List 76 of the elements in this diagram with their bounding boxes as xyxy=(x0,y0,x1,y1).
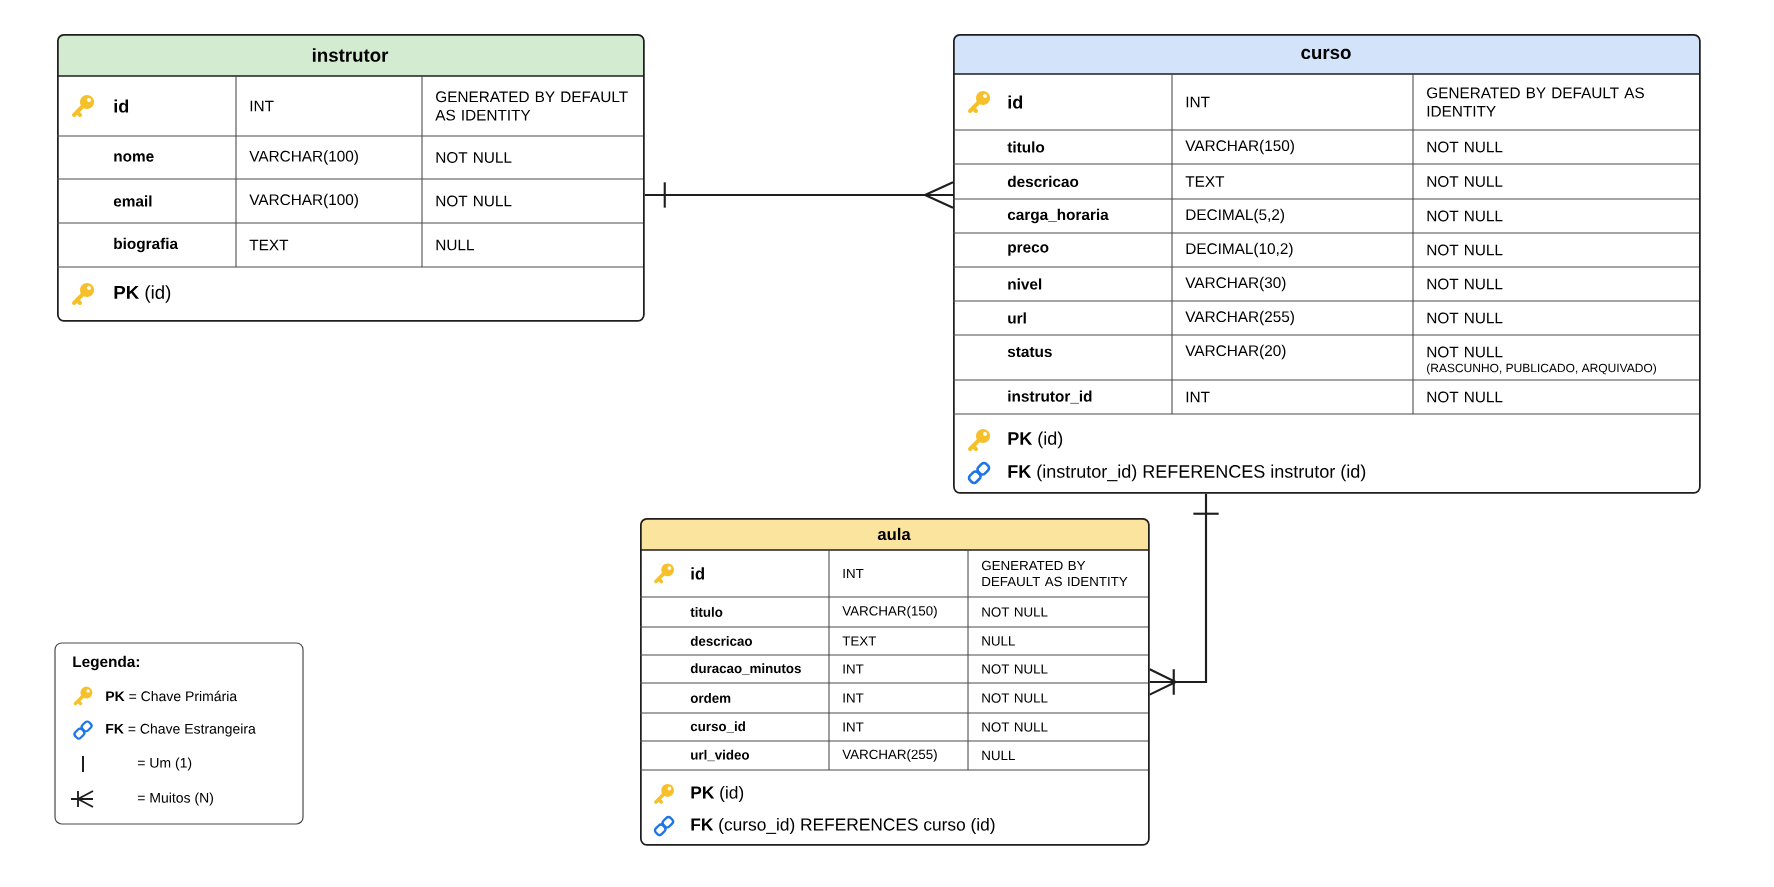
column-name: curso_id xyxy=(690,721,745,733)
key-definition: PK (id) xyxy=(1008,431,1063,449)
data-type: TEXT xyxy=(842,636,877,646)
column-name: carga_horaria xyxy=(1007,208,1109,224)
legend-text: FK = Chave Estrangeira xyxy=(106,723,256,737)
relationship-line xyxy=(1148,493,1219,696)
column-name: biografia xyxy=(114,237,179,253)
column-name: titulo xyxy=(1007,141,1045,153)
constraint-text: GENERATED BY DEFAULT AS IDENTITY xyxy=(435,91,628,121)
constraint-text: NOT NULL xyxy=(1427,278,1503,290)
legend-text: = Um (1) xyxy=(137,757,192,771)
table-title: curso xyxy=(1301,48,1351,60)
constraint-text: GENERATED BY DEFAULT AS IDENTITY xyxy=(1427,87,1644,117)
column-name: duracao_minutos xyxy=(690,663,801,675)
data-type: INT xyxy=(843,664,864,674)
constraint-text: NOT NULL xyxy=(1427,210,1503,222)
constraint-text: NOT NULL xyxy=(982,664,1048,674)
data-type: VARCHAR(30) xyxy=(1185,276,1286,292)
constraint-text: NOT NULL xyxy=(982,607,1048,617)
column-name: id xyxy=(1008,95,1023,109)
data-type: INT xyxy=(1186,96,1210,108)
key-definition: PK (id) xyxy=(114,285,171,303)
data-type: INT xyxy=(843,722,864,732)
constraint-text: NOT NULL xyxy=(1427,176,1503,187)
constraint-text: NULL xyxy=(982,636,1015,646)
constraint-text: NOT NULL xyxy=(436,152,512,163)
column-name: nivel xyxy=(1008,278,1042,290)
column-name: descricao xyxy=(1007,175,1079,188)
column-name: nome xyxy=(114,153,154,162)
data-type: VARCHAR(255) xyxy=(1185,310,1294,326)
data-type: DECIMAL(5,2) xyxy=(1186,208,1284,224)
data-type: VARCHAR(100) xyxy=(249,193,358,209)
column-name: descricao xyxy=(690,636,752,646)
constraint-text: NOT NULL xyxy=(1427,141,1503,153)
column-name: url_video xyxy=(691,749,750,762)
data-type: INT xyxy=(843,568,864,579)
data-type: TEXT xyxy=(1185,176,1225,187)
legend-text: PK = Chave Primária xyxy=(106,690,238,702)
data-type: TEXT xyxy=(249,239,289,251)
data-type: INT xyxy=(1186,391,1210,403)
data-type: INT xyxy=(843,693,864,703)
constraint-text: GENERATED BY DEFAULT AS IDENTITY xyxy=(981,560,1128,587)
column-name: ordem xyxy=(690,693,731,703)
legend-text: = Muitos (N) xyxy=(137,792,213,806)
data-type: INT xyxy=(250,100,274,112)
constraint-text: NOT NULL xyxy=(1427,312,1503,324)
data-type: VARCHAR(150) xyxy=(842,605,937,619)
constraint-text: NOT NULL xyxy=(982,693,1048,703)
data-type: VARCHAR(20) xyxy=(1185,344,1286,360)
constraint-text: NOT NULL xyxy=(982,722,1048,732)
relationship-line xyxy=(644,181,954,209)
key-definition: FK (instrutor_id) REFERENCES instrutor (id) xyxy=(1008,464,1366,482)
constraint-text: NOT NULL xyxy=(436,195,512,207)
key-definition: PK (id) xyxy=(691,785,744,803)
column-name: email xyxy=(113,195,152,207)
data-type: VARCHAR(150) xyxy=(1185,139,1294,155)
table-title: instrutor xyxy=(312,48,389,62)
constraint-note: (RASCUNHO, PUBLICADO, ARQUIVADO) xyxy=(1427,363,1656,375)
column-name: status xyxy=(1007,346,1052,358)
key-definition: FK (curso_id) REFERENCES curso (id) xyxy=(691,817,995,835)
column-name: id xyxy=(691,567,704,580)
constraint-text: NULL xyxy=(436,239,474,251)
constraint-text: NOT NULL xyxy=(1427,244,1503,256)
legend-title: Legenda: xyxy=(73,655,139,671)
column-name: preco xyxy=(1008,244,1049,256)
table-title: aula xyxy=(877,527,911,541)
constraint-text: NOT NULL xyxy=(1427,391,1503,403)
data-type: DECIMAL(10,2) xyxy=(1186,242,1293,258)
column-name: id xyxy=(114,99,129,113)
constraint-text: NULL xyxy=(982,750,1015,761)
data-type: VARCHAR(100) xyxy=(249,150,358,165)
constraint-text: NOT NULL xyxy=(1427,346,1503,358)
column-name: titulo xyxy=(690,607,723,617)
data-type: VARCHAR(255) xyxy=(842,749,937,762)
column-name: url xyxy=(1008,312,1026,324)
column-name: instrutor_id xyxy=(1008,390,1092,404)
